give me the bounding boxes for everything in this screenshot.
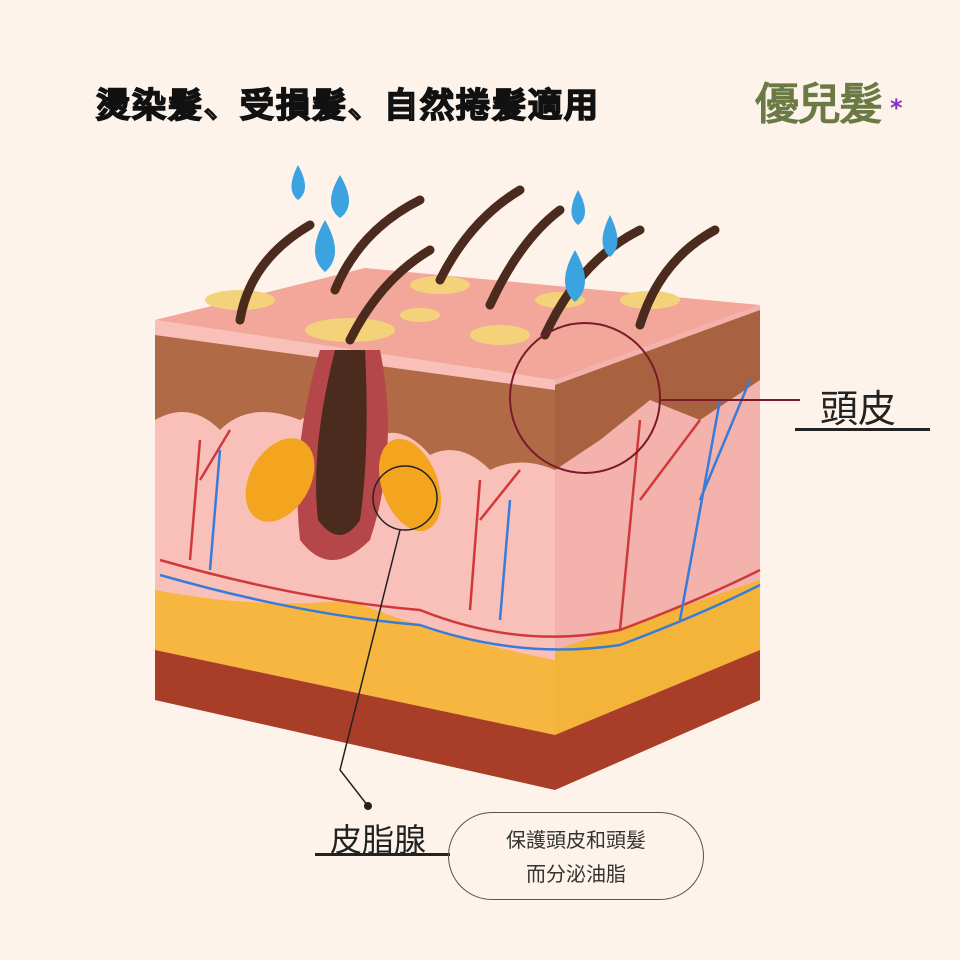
muscle-layer-right — [555, 650, 760, 790]
water-drop-icon — [291, 165, 305, 200]
gland-callout-line — [339, 529, 401, 807]
sebaceous-gland-right — [378, 438, 442, 532]
scalp-callout-circle — [509, 322, 661, 474]
scalp-label: 頭皮 — [820, 387, 897, 431]
gland-callout-dot — [364, 802, 372, 810]
water-drop-icon — [602, 215, 618, 257]
skin-top-face — [155, 268, 760, 380]
water-droplets — [291, 165, 618, 302]
blood-vessels — [159, 379, 761, 651]
water-drop-icon — [331, 175, 349, 218]
description-line-2: 而分泌油脂 — [526, 862, 626, 886]
water-drop-icon — [565, 250, 585, 302]
fat-layer-right — [555, 580, 760, 735]
brand-star-icon: * — [890, 94, 903, 122]
brand-logo: 優兒髮 — [755, 79, 883, 130]
description-bubble: 保護頭皮和頭髮 而分泌油脂 — [448, 812, 704, 900]
epidermis-right — [555, 310, 760, 470]
hair-root — [316, 350, 367, 535]
fat-layer-front — [155, 590, 555, 735]
sebaceous-gland-label: 皮脂腺 — [330, 821, 427, 859]
sebum-deposits — [205, 276, 680, 345]
muscle-layer-front — [155, 650, 555, 790]
water-drop-icon — [315, 220, 335, 272]
gland-underline — [315, 853, 450, 856]
page-title: 燙染髮、受損髮、自然捲髮適用 — [95, 85, 600, 127]
sebaceous-gland-left — [245, 438, 315, 522]
description-line-1: 保護頭皮和頭髮 — [506, 828, 646, 852]
scalp-underline — [795, 428, 930, 431]
gland-callout-circle — [372, 465, 438, 531]
water-drop-icon — [571, 190, 585, 225]
hair-strands — [235, 185, 720, 345]
